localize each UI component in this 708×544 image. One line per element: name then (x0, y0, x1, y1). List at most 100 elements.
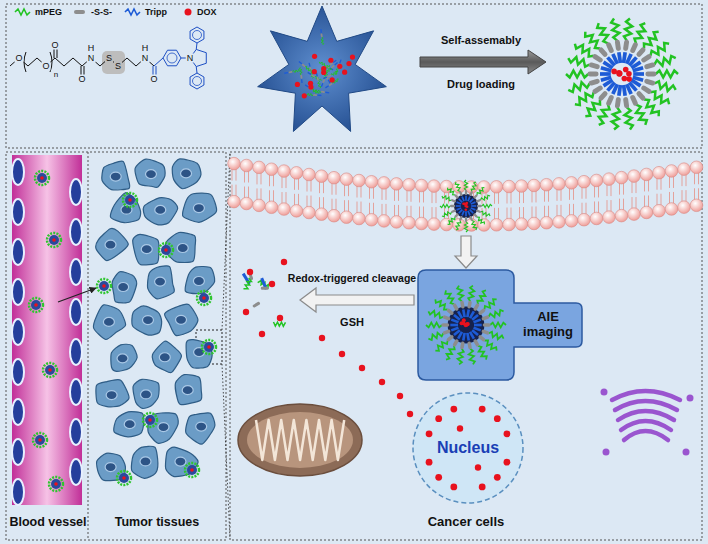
lipid-tail (411, 190, 412, 202)
disulfide-link (474, 195, 476, 197)
lipid-head (340, 173, 353, 186)
tumor-cell (148, 266, 175, 299)
tripp-unit (465, 211, 467, 216)
tumor-cell (135, 159, 165, 187)
dox-swatch (176, 7, 194, 17)
lipid-head (665, 203, 678, 216)
lipid-tail (407, 206, 408, 218)
disulfide-link (465, 218, 467, 221)
mpeg-chain (478, 346, 487, 360)
dox-dot (623, 67, 629, 73)
disulfide-link (639, 94, 643, 99)
mpeg-chain (319, 62, 326, 66)
assembly-star (258, 6, 387, 131)
mpeg-chain (566, 71, 588, 78)
disulfide-link (330, 63, 332, 64)
atom-label: H (141, 44, 150, 53)
lipid-tail (423, 191, 424, 203)
disulfide-link (633, 45, 636, 51)
lipid-tail (619, 199, 620, 211)
endothelial-cell (70, 459, 82, 485)
lipid-tail (336, 183, 337, 195)
lipid-tail (319, 181, 320, 193)
blood-vessel (12, 155, 82, 505)
lipid-tail (536, 190, 537, 202)
disulfide-link (478, 205, 481, 207)
nanoparticle (143, 413, 157, 427)
lipid-tail (661, 178, 662, 190)
mpeg-chain (325, 68, 331, 73)
mpeg-swatch (14, 7, 32, 17)
disulfide-link (455, 195, 457, 197)
legend-text: DOX (197, 7, 217, 17)
mpeg-chain (471, 182, 476, 192)
tripp-unit (451, 328, 458, 331)
lipid-head (540, 178, 553, 191)
mpeg-chain (585, 100, 600, 117)
dox-dot (397, 393, 403, 399)
lipid-head (365, 213, 378, 226)
dox-dot (337, 64, 342, 69)
lipid-tail (682, 190, 683, 202)
micelle (426, 286, 506, 365)
tripp-unit (299, 61, 302, 63)
golgi-cisterna (615, 401, 677, 410)
lipid-tail (419, 207, 420, 219)
disulfide-swatch (70, 7, 88, 17)
mpeg-chain (426, 323, 442, 328)
mpeg-chain (472, 220, 477, 230)
mpeg-chain (585, 32, 600, 49)
lipid-head (628, 170, 641, 183)
lipid-tail (698, 172, 699, 184)
atom-label: H (87, 44, 96, 53)
lipid-tail (582, 203, 583, 215)
aromatic-circle (167, 53, 177, 63)
endothelial-cell (70, 419, 82, 445)
lipid-tail (698, 188, 699, 200)
nanoparticle-core (31, 300, 41, 310)
tumor-cell (132, 306, 162, 335)
nanoparticle-shell (43, 363, 57, 377)
mpeg-chain (455, 182, 460, 192)
dox-dot (328, 58, 333, 63)
cell-nucleus (155, 277, 166, 286)
lipid-tail (694, 172, 695, 184)
tripp-unit (471, 202, 476, 204)
nucleus-envelope (413, 393, 523, 503)
micelle (566, 19, 678, 130)
nanoparticle-drug (102, 284, 106, 288)
nanoparticle-core (37, 173, 47, 183)
tripp-unit (451, 320, 458, 323)
lipid-head (640, 168, 653, 181)
lipid-head (428, 180, 441, 193)
lipid-tail (423, 207, 424, 219)
lipid-tail (548, 206, 549, 218)
dox-dot (462, 321, 466, 325)
tripp-unit (284, 72, 288, 74)
lipid-tail (436, 207, 437, 219)
nanoparticle-drug (54, 482, 58, 486)
lipid-tail (407, 190, 408, 202)
disulfide-link (623, 100, 629, 106)
lipid-tail (511, 208, 512, 220)
lipid-tail (369, 187, 370, 199)
nanoparticle-shell (197, 291, 211, 305)
lipid-head (303, 206, 316, 219)
disulfide-link (601, 50, 605, 55)
cell-nucleus (182, 386, 193, 395)
atom-label: N (141, 54, 150, 63)
cell-nucleus (158, 423, 169, 432)
mpeg-chain (484, 340, 496, 350)
disulfide-link (480, 310, 483, 313)
dox-dot (269, 281, 275, 287)
cell-nucleus (175, 457, 186, 466)
lipid-head (665, 165, 678, 178)
mpeg-chain (445, 290, 454, 304)
tripp-unit (468, 211, 470, 216)
mpeg-chain (464, 180, 467, 190)
mpeg-chain (575, 92, 594, 105)
disulfide-link (289, 71, 291, 73)
lipid-tail (244, 171, 245, 183)
endothelial-cell (12, 439, 24, 465)
mpeg-chain (318, 80, 321, 88)
